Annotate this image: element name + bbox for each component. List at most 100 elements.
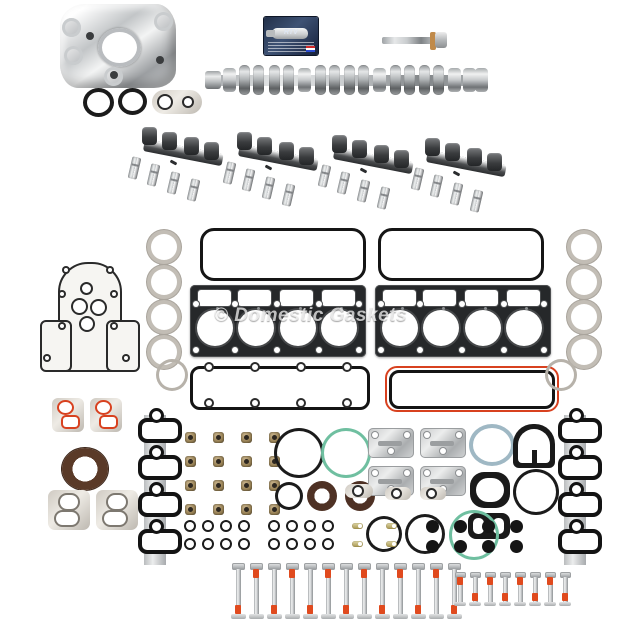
bolt-shank (380, 569, 385, 615)
camshaft-bolt-shank (382, 37, 432, 44)
plate-hole (372, 432, 378, 438)
lifter-tray-bore (162, 132, 177, 150)
lifter-tray-bore (237, 132, 252, 150)
plate-hole (440, 448, 446, 454)
head-gasket-bolt-hole (193, 347, 199, 353)
lifter-bank-group (127, 125, 240, 202)
head-gasket-bolt-hole (541, 301, 547, 307)
head-gasket-bolt-hole (356, 347, 362, 353)
camshaft-bolt-head (435, 32, 447, 48)
valve-lifter (281, 183, 296, 207)
intake-gasket-bolt-tab (572, 411, 581, 420)
water-pump-gasket-port (63, 417, 78, 427)
bolt-red-mark (547, 577, 553, 585)
lifter-tray-bore (257, 137, 272, 155)
intake-gasket-port (138, 492, 182, 517)
camshaft-lobe (315, 65, 326, 95)
bolt-head (250, 563, 263, 570)
timing-gasket-bolt-hole (64, 268, 68, 272)
lower-intake-gasket-outline (190, 366, 370, 410)
bolt-shank (236, 569, 241, 615)
camshaft-rear-journal (475, 68, 488, 92)
bolt-flange (339, 614, 354, 619)
valve-lifter (336, 171, 351, 195)
oil-pump (60, 4, 176, 88)
valve-stem-seal-group (185, 432, 281, 522)
head-gasket-bolt-hole (417, 301, 423, 307)
plate-slot (430, 479, 454, 484)
bolt-flange (499, 602, 511, 606)
camshaft (205, 60, 488, 100)
brass-insert (386, 541, 397, 547)
bolt-red-mark (361, 569, 367, 578)
lifter-tray-bore (487, 153, 502, 171)
rtv-flag-icon (306, 46, 315, 52)
exhaust-gasket-strap (579, 234, 588, 364)
intake-gasket-port (138, 529, 182, 554)
head-gasket-bolt-hole (501, 301, 507, 307)
camshaft-lobe (283, 65, 294, 95)
bolt-head (322, 563, 335, 570)
bolt-head (304, 563, 317, 570)
head-gasket-coolant-hole (442, 307, 445, 310)
exhaust-gasket-port (151, 234, 177, 260)
head-gasket-cylinder-bore (465, 310, 501, 346)
head-gasket-port (423, 290, 456, 306)
throttle-body-oring (473, 428, 511, 462)
bolt-shank (398, 569, 403, 615)
head-gasket-coolant-hole (299, 307, 302, 310)
small-oring (306, 540, 314, 548)
timing-cover-gasket (40, 262, 150, 372)
bolt-shank (308, 569, 313, 615)
valve-stem-seal (269, 456, 280, 467)
lower-intake-gasket (190, 364, 370, 410)
timing-gasket-bolt-hole (60, 324, 64, 328)
camshaft-lobe (358, 65, 369, 95)
valve-lifter (317, 164, 332, 188)
timing-gasket-bolt-hole (60, 292, 64, 296)
head-gasket-bolt-hole (316, 347, 322, 353)
camshaft-bolt-washer (430, 32, 436, 50)
timing-gasket-right-leg (106, 320, 140, 372)
head-gasket-port (198, 290, 231, 306)
camshaft-journal (373, 68, 386, 92)
camshaft-journal (298, 68, 311, 92)
camshaft-lobe (344, 65, 355, 95)
head-gasket-coolant-hole (525, 307, 528, 310)
lifter-bank-group (410, 136, 523, 213)
rtv-sealant-box: RTV (264, 17, 318, 55)
intake-gasket-bolt-tab (152, 522, 161, 531)
bolt-shank (533, 577, 538, 603)
egr-flange-gasket (345, 484, 373, 498)
oil-pump-pickup-gasket (152, 90, 202, 114)
timing-gasket-bolt-hole (112, 292, 116, 296)
oil-pump-bolt-hole (110, 71, 118, 79)
bolt-shank (416, 569, 421, 615)
bolt-flange (454, 602, 466, 606)
bolt-shank (518, 577, 523, 603)
timing-gasket-bolt-hole (112, 324, 116, 328)
head-gasket-cylinder-bore (382, 310, 418, 346)
timing-gasket-hole (73, 300, 86, 313)
bolt-flange (447, 614, 462, 619)
knock-sensor-plate (420, 428, 466, 458)
head-bolt-long-group (231, 563, 472, 623)
lifter-tray-bore (299, 147, 314, 165)
gasket-inner-void (473, 518, 484, 534)
exhaust-gasket-port (571, 339, 597, 365)
plate-hole (456, 432, 462, 438)
head-gasket-port (238, 290, 271, 306)
small-oring (186, 540, 194, 548)
intake-gasket-bolt-tab (572, 485, 581, 494)
bolt-red-mark (325, 569, 331, 578)
exhaust-gasket-port (151, 269, 177, 295)
intake-gasket-bolt-tab (152, 485, 161, 494)
bolt-shank (548, 577, 553, 603)
valve-stem-seal (213, 432, 224, 443)
timing-gasket-hole (81, 318, 93, 330)
timing-gasket-bolt-hole (45, 356, 49, 360)
exhaust-gasket-port (571, 269, 597, 295)
bolt-head (232, 563, 245, 570)
bolt-shank (362, 569, 367, 615)
